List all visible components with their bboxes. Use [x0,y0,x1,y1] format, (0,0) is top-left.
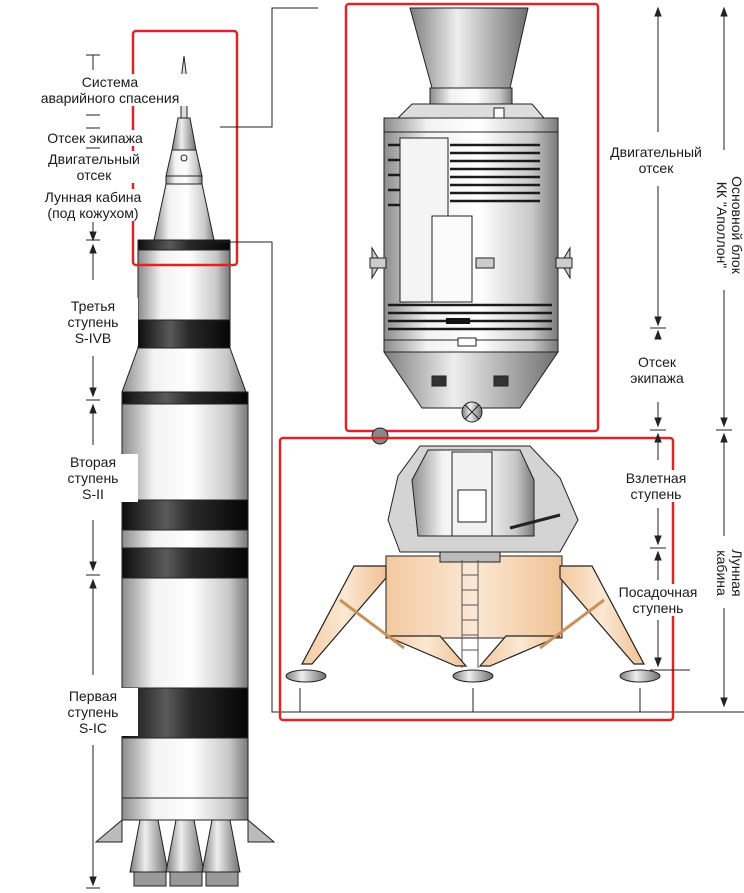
label-third-stage: Третья ступень S-IVB [48,298,138,346]
rocket-top-highlight [131,29,239,267]
left-dimension-arrows [86,54,100,889]
label-first-stage: Первая ступень S-IC [48,688,138,736]
lm-enlarged [285,427,661,712]
leader-line-top [220,7,318,128]
right-dimension-arrows [650,6,732,708]
label-ascent-stage: Взлетная ступень [625,470,687,502]
label-cm-enlarged: Отсек экипажа [630,354,684,386]
label-lunar-module-shroud: Лунная кабина (под кожухом) [28,189,158,221]
lm-highlight [278,436,675,722]
label-les: Система аварийного спасения [25,74,195,106]
label-csm-side: Основной блок КК "Аполлон" [714,176,744,274]
saturn-v-rocket [94,55,276,887]
label-descent-stage: Посадочная ступень [618,584,698,616]
label-sm-enlarged: Двигательный отсек [610,144,702,176]
csm-highlight [344,2,600,433]
leader-line-bottom [198,241,744,713]
label-crew-compartment: Отсек экипажа [30,130,160,146]
label-lm-side: Лунная кабина [714,549,744,597]
label-second-stage: Вторая ступень S-II [48,454,138,502]
label-service-module: Двигательный отсек [34,151,154,183]
csm-enlarged [369,7,573,423]
